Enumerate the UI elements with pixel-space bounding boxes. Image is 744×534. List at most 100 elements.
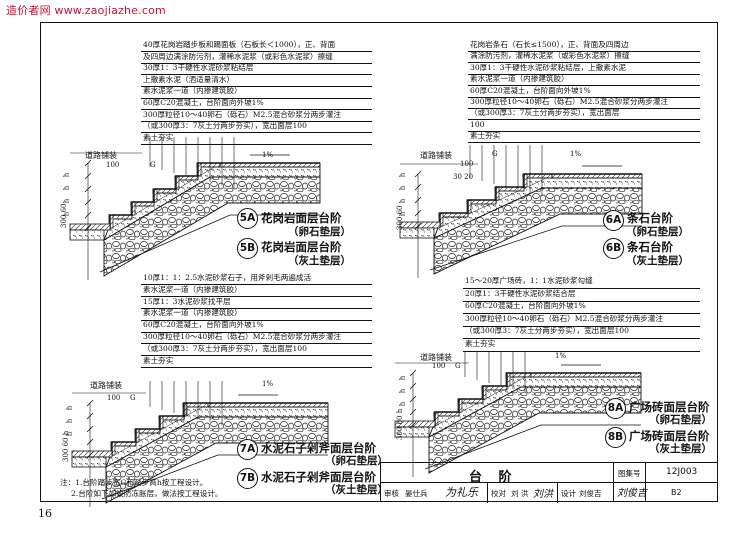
- sub-7a: （卵石垫层）: [325, 455, 388, 467]
- sub-8a: （卵石垫层）: [649, 414, 712, 426]
- dim-g-6: G: [492, 150, 498, 158]
- dimension-tick: [84, 211, 92, 219]
- road-label-7: 道路铺装: [90, 381, 122, 390]
- road-paving: [69, 223, 111, 231]
- checker-name: 刘 洪: [511, 489, 529, 498]
- dim-h: h: [398, 172, 407, 178]
- dim-3020-6: 30 20: [453, 173, 474, 181]
- step-profile: [111, 402, 328, 455]
- dim-g-8: G: [455, 362, 461, 370]
- layer-note: （或300厚3：7灰土分两步夯实），宽出面层: [470, 108, 620, 118]
- note-underline: [463, 300, 700, 302]
- dimension-tick: [84, 224, 92, 232]
- note-underline: [141, 355, 372, 357]
- note-underline: [468, 119, 700, 121]
- note-underline: [141, 109, 372, 111]
- step-profile: [109, 162, 320, 228]
- title-6b: 条石台阶: [627, 240, 673, 254]
- layer-note: 60厚C20混凝土，台阶面向外坡1%: [143, 98, 264, 107]
- title-5b: 花岗岩面层台阶: [261, 240, 342, 254]
- dim-100-5: 100: [106, 161, 120, 169]
- dimension-tick: [409, 408, 417, 416]
- layer-note: 30厚1：3干硬性水泥砂浆粘结层，上撒素水泥: [470, 62, 627, 72]
- layer-note: 素土夯实: [470, 131, 501, 141]
- designer-name: 刘俊吉: [579, 489, 602, 498]
- atlas-number: 12J003: [666, 467, 698, 477]
- dim-h: h: [398, 375, 407, 381]
- note-underline: [468, 73, 700, 75]
- dim-h: h: [62, 211, 71, 217]
- dim-100-7: 100: [107, 394, 121, 402]
- note-underline: [141, 120, 372, 122]
- dim-h: h: [62, 185, 71, 191]
- layer-note: 素水泥浆一道（内掺建筑胶）: [470, 74, 569, 84]
- layer-note: 40厚花岗岩踏步板和踢面板（石板长＜1000），正、背面: [143, 40, 336, 49]
- note-underline: [468, 62, 700, 64]
- note-underline: [141, 97, 372, 99]
- page-number: 16: [38, 507, 52, 520]
- dimension-tick: [86, 412, 94, 420]
- dimension-tick: [84, 172, 92, 180]
- layer-note: 素土夯实: [143, 355, 174, 365]
- slope-8: 1%: [555, 352, 567, 360]
- road-base: [394, 426, 430, 438]
- layer-note: 300厚粒径10～40卵石（砾石）M2.5混合砂浆分两步灌注: [470, 97, 668, 106]
- layer-note: 上撒素水泥（洒适量清水）: [143, 74, 235, 84]
- layer-note: 及四周边满涂防污剂，灌稀水泥浆（或彩色水泥浆）擦缝: [143, 51, 333, 61]
- layer-note: 15～20厚广场砖，1：1水泥砂浆勾缝: [465, 276, 593, 285]
- badge-8a: 8A: [605, 398, 626, 419]
- badge-6b: 6B: [603, 238, 624, 259]
- title-7b: 水泥石子剁斧面层台阶: [261, 470, 376, 484]
- earth-line: [424, 424, 641, 470]
- note-underline: [141, 51, 372, 53]
- title-block: 台 阶 图集号 12J003 审核 晏仕兵 为礼乐 校对 刘 洪 刘洪 设计 刘…: [380, 462, 718, 503]
- dimension-tick: [409, 369, 417, 377]
- badge-7a: 7A: [237, 439, 258, 460]
- dimension-tick: [409, 421, 417, 429]
- dim-100-8: 100: [432, 362, 446, 370]
- layer-note: 素水泥浆一道（内掺建筑胶）: [143, 308, 242, 318]
- dim-h: h: [398, 198, 407, 204]
- road-paving: [399, 221, 441, 229]
- layer-note: 60厚C20混凝土，台阶面向外坡1%: [143, 320, 264, 330]
- note-underline: [141, 296, 372, 298]
- dim-side-6: 300 60: [396, 205, 404, 231]
- sub-8b: （灰土垫层）: [649, 443, 712, 455]
- layer-note: 10厚1：1：2.5水泥砂浆石子，用斧剁毛两遍成活: [143, 273, 312, 282]
- badge-7b: 7B: [237, 468, 258, 489]
- atlas-label: 图集号: [618, 469, 641, 478]
- layer-note: 300厚粒径10～40卵石（砾石）M2.5混合砂浆分两步灌注: [465, 313, 663, 323]
- dimension-tick: [84, 198, 92, 206]
- title-8a: 广场砖面层台阶: [629, 400, 710, 414]
- note-underline: [463, 313, 700, 314]
- footnote-2: 2.台阶如下如设防冻胀层，做法按工程设计。: [71, 489, 223, 498]
- note-underline: [141, 62, 372, 64]
- layer-note: 300厚粒径10～40卵石（砾石）M2.5混合砂浆分两步灌注: [143, 332, 341, 341]
- title-8b: 广场砖面层台阶: [629, 429, 710, 443]
- note-underline: [141, 366, 372, 368]
- footnote-1: 注：1.台阶踏步宽G和踏步高h按工程设计。: [60, 478, 208, 487]
- dimension-tick: [86, 451, 94, 459]
- reviewer-signature: 为礼乐: [445, 486, 478, 499]
- note-underline: [468, 107, 700, 109]
- step-profile: [434, 372, 641, 425]
- note-underline: [141, 319, 372, 321]
- dim-h: h: [65, 418, 74, 424]
- drawing-frame: [40, 22, 718, 502]
- layer-note: 15厚1：3水泥砂浆找平层: [143, 296, 231, 306]
- badge-5a: 5A: [237, 208, 258, 229]
- dim-side-8: 300 60 h: [396, 408, 404, 440]
- note-underline: [468, 142, 700, 144]
- badge-8b: 8B: [605, 427, 626, 448]
- road-paving: [71, 450, 113, 458]
- dimension-tick: [86, 438, 94, 446]
- dim-100-6: 100: [460, 160, 474, 168]
- layer-note: 素水泥浆一道（内掺建筑胶）: [143, 86, 242, 96]
- note-underline: [468, 85, 700, 87]
- dim-h: h: [62, 198, 71, 204]
- road-base: [71, 456, 107, 468]
- dimension-tick: [86, 425, 94, 433]
- layer-note: 60厚C20混凝土，台阶面向外坡1%: [465, 301, 586, 310]
- note-underline: [463, 350, 700, 352]
